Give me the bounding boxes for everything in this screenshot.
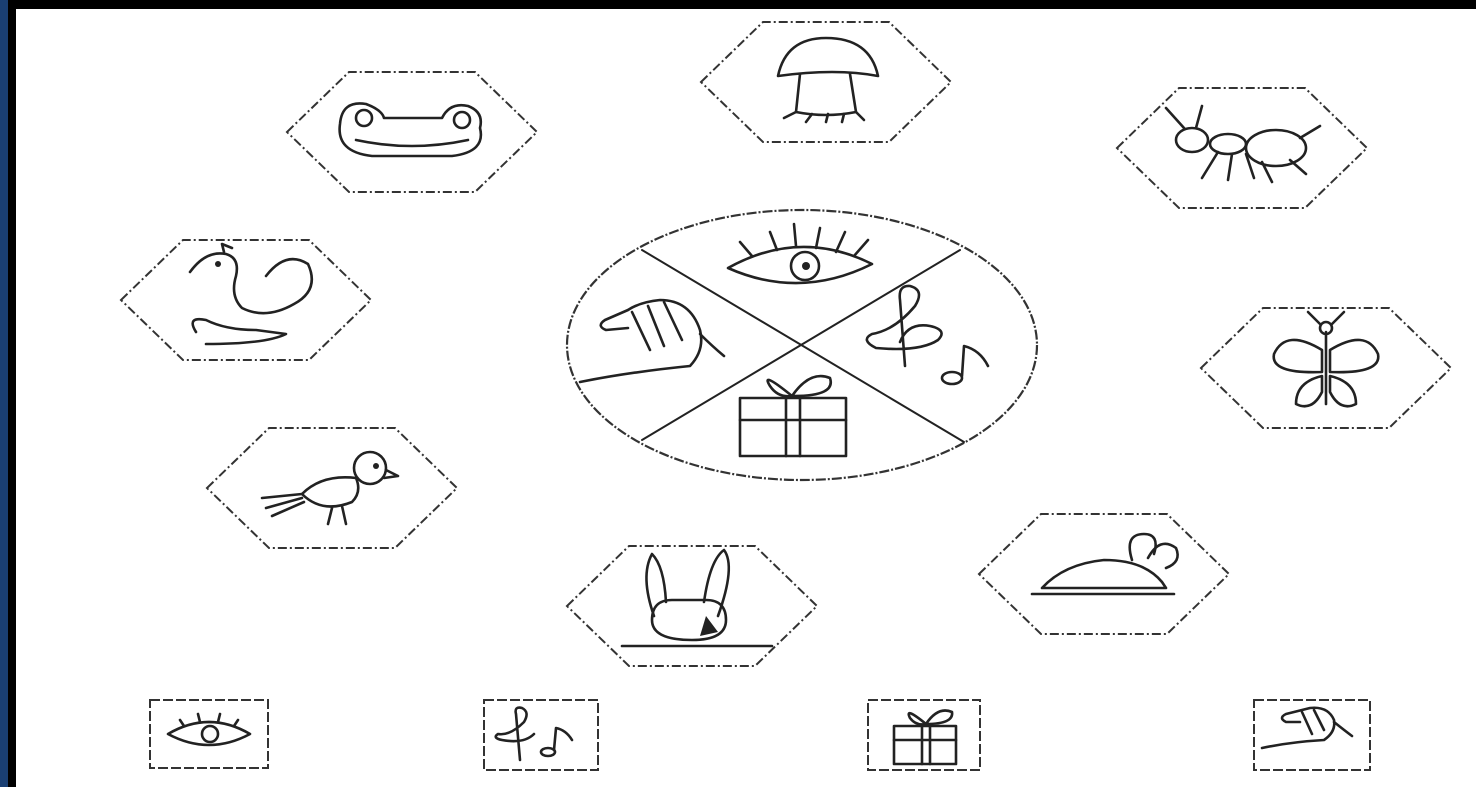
hexagon-bird	[207, 428, 457, 548]
hexagon-frog	[287, 72, 537, 192]
hexagon-rabbit	[567, 546, 817, 666]
answer-box-gift	[868, 700, 980, 770]
answer-box-music	[484, 700, 598, 770]
senses-circle	[567, 210, 1037, 480]
hexagon-mouse	[979, 514, 1229, 634]
answer-box-hand	[1254, 700, 1370, 770]
answer-box-eye	[150, 700, 268, 768]
hexagon-mushroom	[701, 22, 951, 142]
hexagon-ant	[1117, 88, 1367, 208]
hexagon-squirrel	[121, 240, 371, 360]
hexagon-butterfly	[1201, 308, 1451, 428]
